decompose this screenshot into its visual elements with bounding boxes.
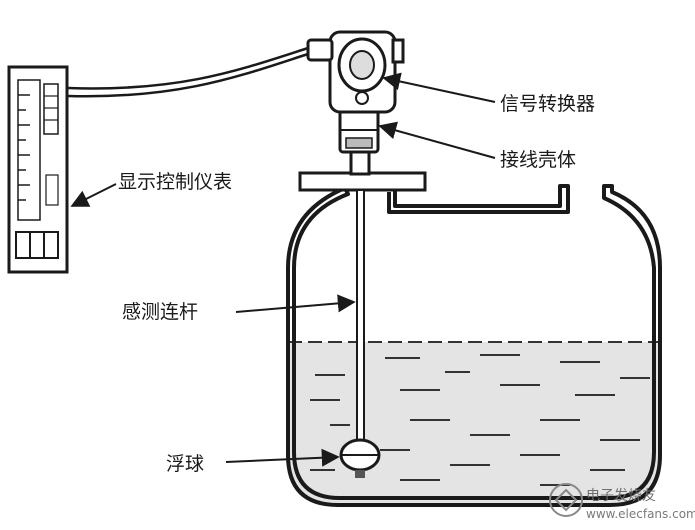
tank [286,183,662,507]
watermark-url: www.elecfans.com [586,507,695,521]
label-display-controller: 显示控制仪表 [118,171,232,193]
signal-cable [67,46,309,90]
watermark-logo-icon [549,483,583,517]
arrow-float-ball [225,448,340,467]
flange [298,171,427,192]
label-junction-housing: 接线壳体 [500,149,576,171]
arrow-sensing-rod [235,294,356,313]
liquid [288,342,660,505]
watermark-text: 电子发烧友 [586,488,656,504]
arrow-signal-converter [382,72,496,103]
liquid-texture [310,354,650,486]
signal-converter [306,30,405,114]
signal-cable-inner [67,52,309,98]
label-signal-converter: 信号转换器 [500,93,595,115]
arrow-junction-housing [378,121,496,159]
label-sensing-rod: 感测连杆 [122,301,198,323]
watermark: 电子发烧友 www.elecfans.com [549,483,695,521]
tank-outline [286,184,662,507]
label-float-ball: 浮球 [166,453,204,475]
float-ball [339,438,381,478]
display-controller [7,65,69,274]
junction-housing [338,106,380,154]
arrow-display-controller [70,183,117,207]
